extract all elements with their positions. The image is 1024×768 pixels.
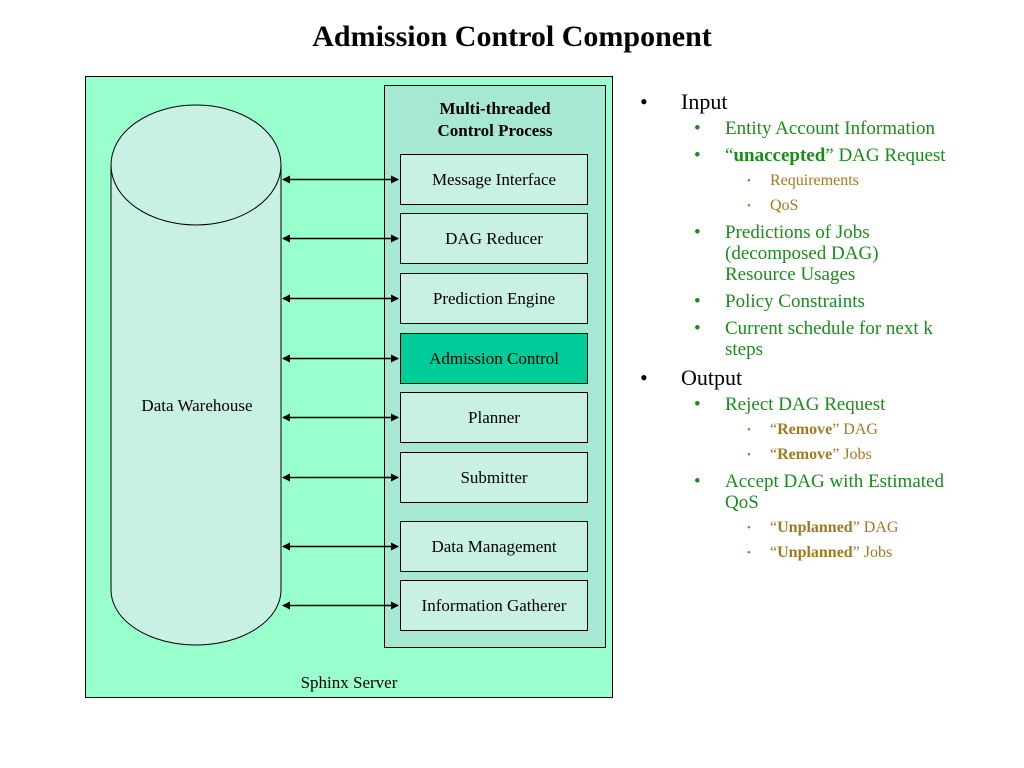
bullet-unplanned-jobs: • “Unplanned” Jobs [747, 544, 893, 561]
bullet-mark: • [747, 200, 751, 212]
control-process-title-line2: Control Process [437, 121, 553, 140]
bullet-entity-account: • Entity Account Information [694, 118, 936, 139]
module-prediction-engine: Prediction Engine [400, 273, 588, 324]
bullet-mark: • [694, 318, 701, 339]
bullet-mark: • [747, 424, 751, 436]
bullet-requirements: • Requirements [747, 172, 859, 189]
bullet-unaccepted-dag: • “unaccepted” DAG Request [694, 145, 946, 166]
bullet-mark: • [694, 222, 701, 243]
bullet-mark: • [747, 175, 751, 187]
bullet-input: • Input [640, 89, 728, 114]
bullet-accept: • Accept DAG with Estimated QoS [694, 471, 944, 513]
bullet-mark: • [640, 365, 648, 390]
module-information-gatherer: Information Gatherer [400, 580, 588, 631]
module-admission-control: Admission Control [400, 333, 588, 384]
bullet-schedule: • Current schedule for next k steps [694, 318, 933, 360]
module-planner: Planner [400, 392, 588, 443]
bullet-mark: • [747, 547, 751, 559]
bullet-output: • Output [640, 365, 743, 390]
module-dag-reducer: DAG Reducer [400, 213, 588, 264]
bullet-policy: • Policy Constraints [694, 291, 865, 312]
data-warehouse-label: Data Warehouse [141, 396, 253, 415]
bullet-list: • Input • Entity Account Information • “… [640, 90, 1010, 569]
sphinx-server-label: Sphinx Server [300, 673, 398, 692]
bullet-mark: • [747, 522, 751, 534]
bullet-mark: • [694, 291, 701, 312]
bullet-mark: • [640, 89, 648, 114]
module-message-interface: Message Interface [400, 154, 588, 205]
bullet-predictions: • Predictions of Jobs (decomposed DAG) R… [694, 222, 879, 285]
control-process-title: Multi-threaded Control Process [385, 98, 605, 142]
bullet-unplanned-dag: • “Unplanned” DAG [747, 519, 899, 536]
bullet-mark: • [694, 394, 701, 415]
bullet-mark: • [694, 145, 701, 166]
control-process-title-line1: Multi-threaded [439, 99, 551, 118]
bullet-remove-dag: • “Remove” DAG [747, 421, 878, 438]
module-data-management: Data Management [400, 521, 588, 572]
bullet-reject: • Reject DAG Request [694, 394, 886, 415]
bullet-mark: • [747, 449, 751, 461]
module-submitter: Submitter [400, 452, 588, 503]
bullet-remove-jobs: • “Remove” Jobs [747, 446, 872, 463]
bullet-mark: • [694, 471, 701, 492]
bullet-qos: • QoS [747, 197, 799, 214]
slide-title: Admission Control Component [312, 20, 712, 53]
bullet-mark: • [694, 118, 701, 139]
